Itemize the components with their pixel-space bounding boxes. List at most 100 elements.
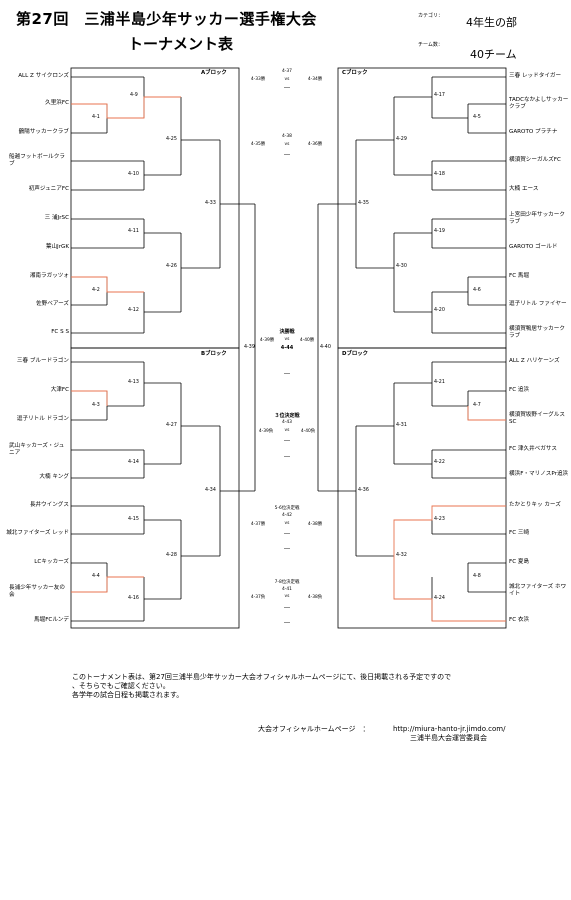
- team-c-3: GAROTO プラチナ: [509, 129, 558, 135]
- third-place-right: 4-40負: [300, 429, 316, 434]
- team-a-1: ALL Z サイクロンズ: [18, 73, 69, 79]
- team-b-6: 長井ウイングス: [29, 502, 69, 508]
- team-c-4: 横須賀シーガルズFC: [509, 157, 561, 163]
- match-label: 4-10: [128, 172, 139, 177]
- match-label: 4-22: [434, 460, 445, 465]
- match-38-right: 4-36勝: [307, 142, 323, 147]
- footer-note-2: 、そちらでもご確認ください。: [72, 682, 170, 690]
- block-c-label: Cブロック: [342, 70, 368, 76]
- block-b-label: Bブロック: [201, 351, 227, 357]
- match-label: 4-14: [128, 460, 139, 465]
- final-right: 4-40勝: [299, 338, 315, 343]
- match-label: 4-12: [128, 308, 139, 313]
- fifth-place-right: 4-38勝: [307, 522, 323, 527]
- match-label: 4-20: [434, 308, 445, 313]
- team-c-8: FC 馬堀: [509, 273, 530, 279]
- match-38-left: 4-35勝: [250, 142, 266, 147]
- team-a-8: 湘南ラガッツォ: [29, 273, 69, 279]
- match-label: 4-15: [128, 517, 139, 522]
- team-b-9: 長浦少年サッカー友の会: [9, 585, 65, 598]
- team-a-6: 三 浦JrSC: [44, 215, 69, 221]
- team-c-2: TADCなかよしサッカークラブ: [509, 97, 569, 110]
- match-label: 4-2: [92, 288, 100, 293]
- team-c-9: 逗子リトル ファイヤー: [509, 301, 567, 307]
- team-c-10: 横須賀鴨居サッカークラブ: [509, 326, 565, 339]
- site-url[interactable]: http://miura-hanto-jr.jimdo.com/: [393, 725, 506, 733]
- block-a-label: Aブロック: [201, 70, 227, 76]
- final-left: 4-39勝: [259, 338, 275, 343]
- match-label: 4-25: [166, 137, 177, 142]
- team-a-7: 葉山JrGK: [45, 244, 69, 250]
- team-d-10: FC 衣浜: [509, 617, 530, 623]
- vs-text: vs: [284, 142, 290, 147]
- score-dash: ―: [284, 370, 290, 377]
- final-title: 決勝戦: [279, 329, 295, 335]
- match-label: 4-11: [128, 229, 139, 234]
- match-label: 4-40: [320, 345, 331, 350]
- teams-value: 40チーム: [470, 48, 517, 61]
- match-label: 4-33: [205, 201, 216, 206]
- score-dash: ―: [284, 530, 290, 537]
- seventh-place-number: 4-41: [282, 587, 292, 592]
- match-label: 4-17: [434, 93, 445, 98]
- team-d-4: FC 津久井ベガサス: [509, 446, 557, 452]
- match-label: 4-29: [396, 137, 407, 142]
- team-d-1: ALL Z ハリケーンズ: [509, 358, 560, 364]
- match-label: 4-9: [130, 93, 138, 98]
- team-a-3: 鶴陽サッカークラブ: [18, 129, 69, 135]
- final-match-number: 4-44: [280, 345, 294, 351]
- team-b-3: 逗子リトル ドラゴン: [16, 416, 69, 422]
- match-label: 4-36: [358, 488, 369, 493]
- team-b-4: 武山キッカーズ・ジュニア: [9, 443, 65, 456]
- page-title: 第27回 三浦半島少年サッカー選手権大会: [16, 10, 317, 28]
- third-place-left: 4-39負: [258, 429, 274, 434]
- match-label: 4-21: [434, 380, 445, 385]
- match-label: 4-35: [358, 201, 369, 206]
- team-b-2: 大津FC: [50, 387, 69, 393]
- match-38-number: 4-38: [282, 134, 292, 139]
- score-dash: ―: [284, 437, 290, 444]
- match-label: 4-30: [396, 264, 407, 269]
- score-dash: ―: [284, 604, 290, 611]
- fifth-place-title: 5-6位決定戦: [274, 506, 300, 511]
- team-a-5: 初声ジュニアFC: [28, 186, 69, 192]
- match-label: 4-26: [166, 264, 177, 269]
- match-37-number: 4-37: [282, 69, 292, 74]
- match-label: 4-18: [434, 172, 445, 177]
- match-label: 4-7: [473, 403, 481, 408]
- vs-text: vs: [284, 428, 290, 433]
- team-c-1: 三春 レッドタイガー: [509, 73, 562, 79]
- team-d-5: 横浜F・マリノスPr追浜: [509, 471, 569, 477]
- vs-text: vs: [284, 594, 290, 599]
- team-a-4: 船越フットボールクラブ: [9, 154, 65, 167]
- team-b-7: 城北ファイターズ レッド: [6, 530, 69, 536]
- match-label: 4-24: [434, 596, 445, 601]
- match-label: 4-13: [128, 380, 139, 385]
- seventh-place-right: 4-38負: [307, 595, 323, 600]
- match-label: 4-6: [473, 288, 481, 293]
- fifth-place-left: 4-37勝: [250, 522, 266, 527]
- team-b-10: 馬堀FCルンデ: [34, 617, 69, 623]
- match-label: 4-4: [92, 574, 100, 579]
- match-label: 4-3: [92, 403, 100, 408]
- score-dash: ―: [284, 619, 290, 626]
- third-place-number: 4-43: [282, 420, 292, 425]
- match-label: 4-16: [128, 596, 139, 601]
- match-label: 4-23: [434, 517, 445, 522]
- match-label: 4-1: [92, 115, 100, 120]
- vs-text: vs: [284, 77, 290, 82]
- score-dash: ―: [284, 84, 290, 91]
- match-label: 4-19: [434, 229, 445, 234]
- vs-text: vs: [284, 337, 290, 342]
- vs-text: vs: [284, 521, 290, 526]
- team-a-10: FC S S: [51, 329, 69, 335]
- team-d-9: 城北ファイターズ ホワイト: [509, 584, 567, 597]
- category-value: 4年生の部: [466, 16, 517, 29]
- team-d-2: FC 追浜: [509, 387, 530, 393]
- team-c-7: GAROTO ゴールド: [509, 244, 558, 250]
- match-label: 4-8: [473, 574, 481, 579]
- match-label: 4-28: [166, 553, 177, 558]
- match-label: 4-27: [166, 423, 177, 428]
- score-dash: ―: [284, 545, 290, 552]
